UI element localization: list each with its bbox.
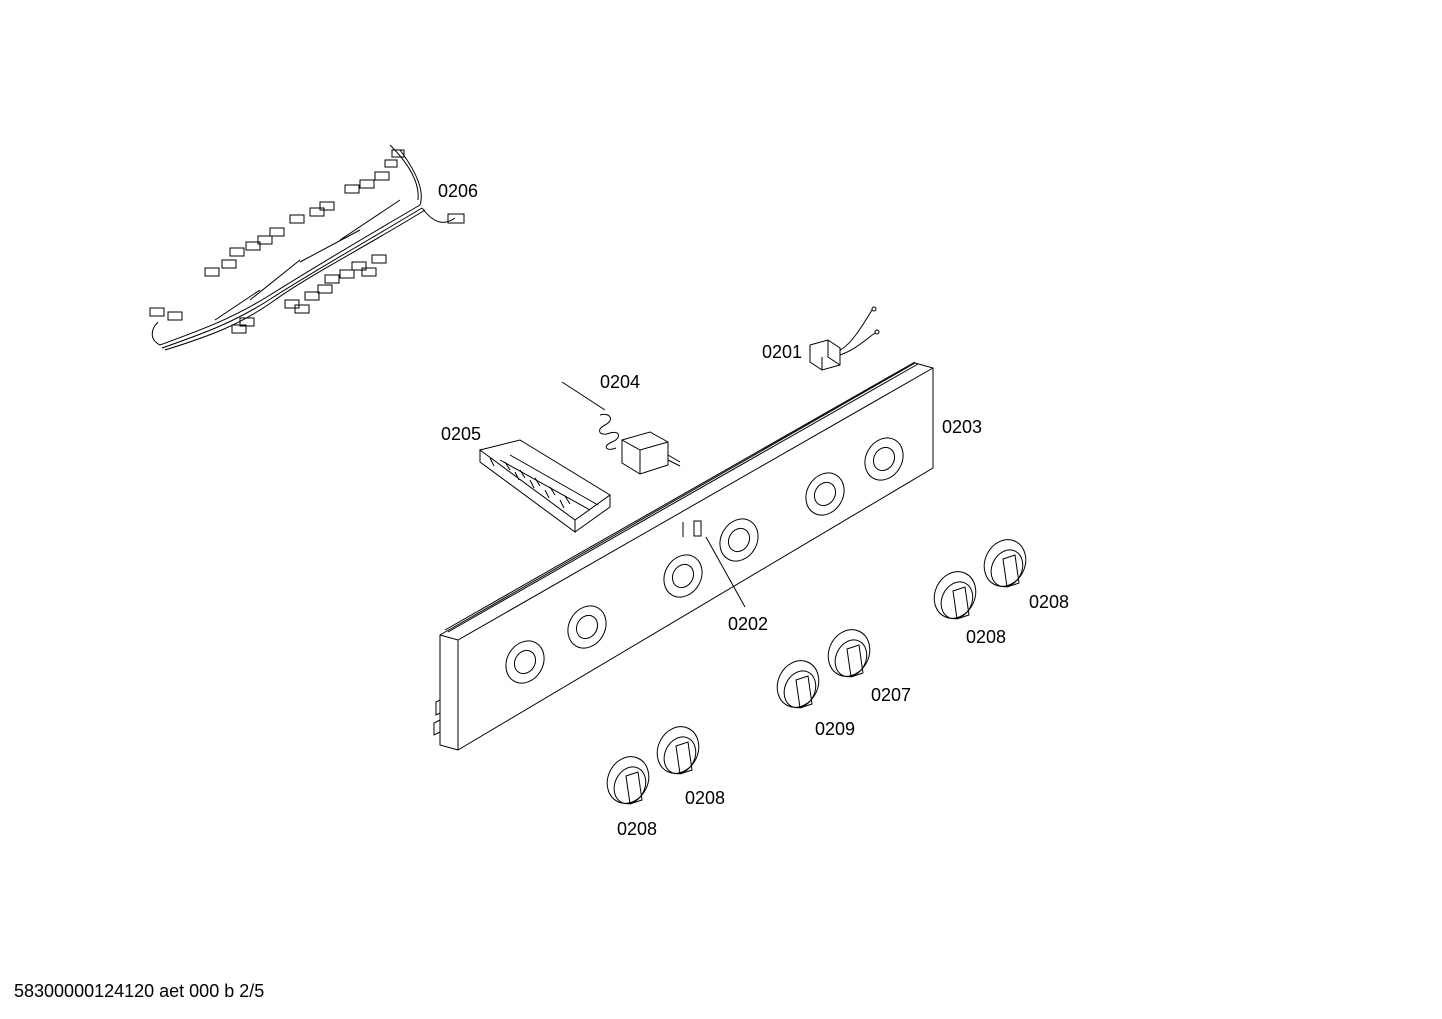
knob-0209 bbox=[770, 654, 827, 714]
label-0203: 0203 bbox=[942, 417, 983, 437]
switch-block-0205 bbox=[480, 440, 610, 532]
knob-0207 bbox=[821, 623, 878, 683]
label-0201: 0201 bbox=[762, 342, 803, 362]
switch-0201 bbox=[810, 307, 879, 370]
label-0207: 0207 bbox=[871, 685, 912, 705]
label-0208-b: 0208 bbox=[685, 788, 726, 808]
panel-knob-openings bbox=[498, 431, 910, 690]
label-0208-a: 0208 bbox=[617, 819, 658, 839]
label-0209: 0209 bbox=[815, 719, 856, 739]
label-0208-d: 0208 bbox=[1029, 592, 1070, 612]
label-0202: 0202 bbox=[728, 614, 769, 634]
knob-0208-d bbox=[977, 533, 1034, 593]
thermostat-0204 bbox=[562, 382, 680, 474]
wiring-harness-0206 bbox=[150, 145, 464, 350]
knob-0208-a bbox=[600, 750, 657, 810]
label-0206: 0206 bbox=[438, 181, 479, 201]
control-panel-0203 bbox=[434, 362, 933, 750]
label-0205: 0205 bbox=[441, 424, 482, 444]
knobs bbox=[600, 533, 1034, 810]
document-reference: 58300000124120 aet 000 b 2/5 bbox=[14, 981, 265, 1001]
label-0208-c: 0208 bbox=[966, 627, 1007, 647]
knob-0208-b bbox=[650, 720, 707, 780]
label-0204: 0204 bbox=[600, 372, 641, 392]
knob-0208-c bbox=[927, 565, 984, 625]
